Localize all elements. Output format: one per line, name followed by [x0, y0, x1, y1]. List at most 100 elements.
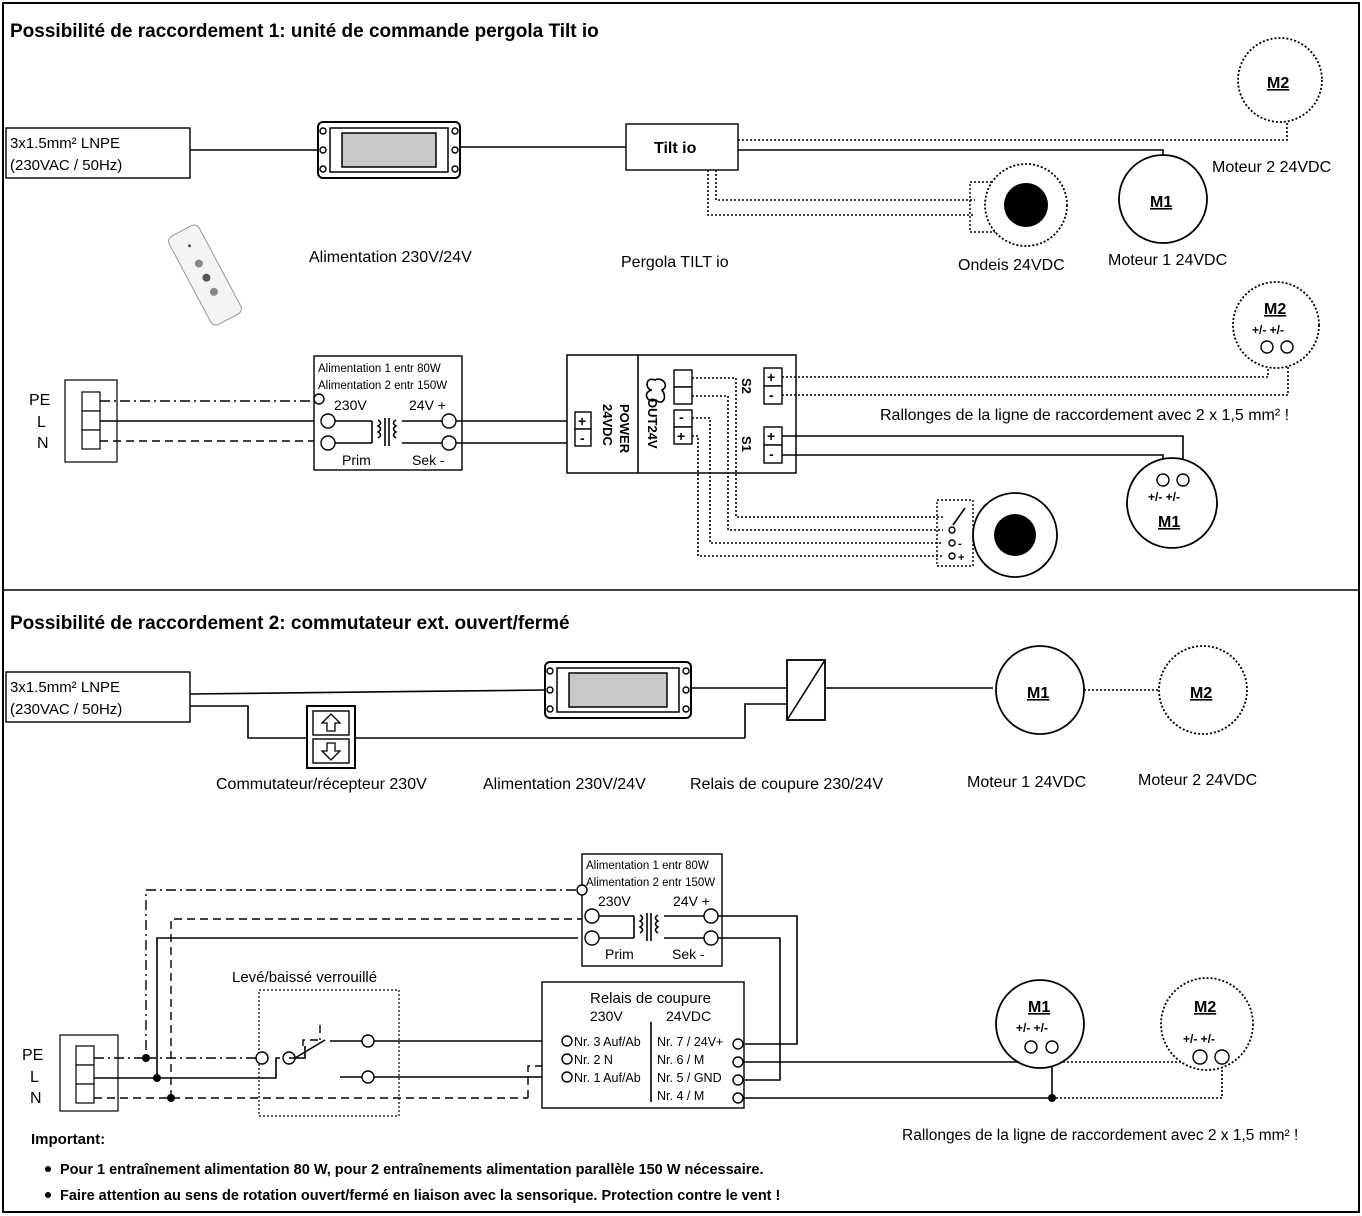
sensor-minus: -: [958, 538, 962, 550]
remote-control-icon: [168, 224, 242, 326]
ondeis-sensor-icon-1: [969, 163, 1068, 247]
m2-label-4: M2: [1194, 999, 1216, 1016]
motor-m2-icon-2: [1232, 281, 1320, 369]
l-label-2: L: [30, 1069, 39, 1086]
psu2-24v: 24V +: [673, 893, 710, 909]
ondeis-sensor-icon-2: [936, 492, 1058, 578]
tilt-io-module: [566, 354, 797, 474]
s2-label: S2: [739, 378, 754, 394]
m1-label-2: M1: [1158, 514, 1180, 531]
relay-nr5: Nr. 5 / GND: [657, 1071, 722, 1085]
psu-schematic-1: [313, 355, 463, 471]
note-item-2: Faire attention au sens de rotation ouve…: [60, 1188, 780, 1204]
m1-terms-2: +/- +/-: [1016, 1021, 1048, 1035]
relay-module: [541, 981, 745, 1109]
out-plus: +: [677, 428, 685, 444]
m2-label-1: M2: [1267, 75, 1289, 92]
psu2-prim: Prim: [605, 946, 634, 962]
out-minus: -: [679, 409, 684, 425]
notes-heading: Important:: [31, 1131, 105, 1148]
supply-line2-2: (230VAC / 50Hz): [10, 701, 122, 718]
n-label-1: N: [37, 435, 49, 452]
psu1-230v: 230V: [334, 397, 367, 413]
relay-nr7: Nr. 7 / 24V+: [657, 1035, 723, 1049]
l-label-1: L: [37, 414, 46, 431]
ondeis-caption: Ondeis 24VDC: [958, 257, 1065, 274]
m2-caption-3: Moteur 2 24VDC: [1138, 772, 1257, 789]
relay-nr6: Nr. 6 / M: [657, 1053, 704, 1067]
transformer-icon-1: [335, 418, 442, 446]
m2-label-3: M2: [1190, 685, 1212, 702]
interlock-box: [258, 989, 400, 1117]
psu2-230v: 230V: [598, 893, 631, 909]
relay-nr4: Nr. 4 / M: [657, 1089, 704, 1103]
psu1-prim: Prim: [342, 452, 371, 468]
power-minus: -: [580, 430, 585, 446]
supply-line2-1: (230VAC / 50Hz): [10, 157, 122, 174]
extension-note-2: Rallonges de la ligne de raccordement av…: [902, 1127, 1298, 1144]
switch-230v-icon: [306, 705, 356, 769]
pe-label-1: PE: [29, 392, 50, 409]
pe-label-2: PE: [22, 1047, 43, 1064]
s1-label: S1: [739, 436, 754, 452]
psu1-line1: Alimentation 1 entr 80W: [318, 363, 441, 375]
power-supply-icon-1: [317, 121, 461, 179]
relay-nr2: Nr. 2 N: [574, 1053, 613, 1067]
note-item-1: Pour 1 entraînement alimentation 80 W, p…: [60, 1162, 763, 1178]
motor-m2-icon-3: [1158, 645, 1248, 735]
m1-terms-1: +/- +/-: [1148, 490, 1180, 504]
m1-caption-1: Moteur 1 24VDC: [1108, 252, 1227, 269]
m2-terms-1: +/- +/-: [1252, 323, 1284, 337]
motor-m1-icon-1: [1118, 154, 1208, 244]
relay-caption: Relais de coupure 230/24V: [690, 776, 883, 793]
switch-caption: Commutateur/récepteur 230V: [216, 776, 427, 793]
section2-title: Possibilité de raccordement 2: commutate…: [10, 613, 570, 634]
relay-230v: 230V: [590, 1008, 623, 1024]
transformer-icon-2: [599, 913, 704, 941]
psu2-sek: Sek -: [672, 946, 705, 962]
motor-m1-icon-4: [995, 979, 1085, 1069]
supply-box-1: [5, 127, 191, 179]
terminal-block-1: [64, 379, 118, 463]
power-plus: +: [578, 413, 586, 429]
m1-label-3: M1: [1027, 685, 1049, 702]
power-supply-icon-2: [544, 661, 692, 719]
supply-line1-2: 3x1.5mm² LNPE: [10, 679, 120, 696]
s2-plus: +: [767, 369, 775, 385]
motor-m2-icon-1: [1237, 37, 1323, 123]
psu1-24v: 24V +: [409, 397, 446, 413]
s2-minus: -: [769, 387, 774, 403]
relay-title: Relais de coupure: [590, 990, 711, 1007]
supply-box-2: [5, 671, 191, 723]
m2-terms-2: +/- +/-: [1183, 1032, 1215, 1046]
tilt-io-label: Tilt io: [654, 140, 697, 157]
out24v-label: OUT24V: [645, 398, 660, 449]
relay-nr3: Nr. 3 Auf/Ab: [574, 1035, 641, 1049]
section1-title: Possibilité de raccordement 1: unité de …: [10, 21, 599, 42]
m1-caption-3: Moteur 1 24VDC: [967, 774, 1086, 791]
psu-schematic-2: [581, 853, 723, 967]
motor-m1-icon-2: [1126, 457, 1218, 549]
extension-note-1: Rallonges de la ligne de raccordement av…: [880, 407, 1289, 424]
m1-label-1: M1: [1150, 194, 1172, 211]
power-vdc-label: 24VDC: [600, 404, 615, 447]
relay-24vdc: 24VDC: [666, 1008, 711, 1024]
psu1-sek: Sek -: [412, 452, 445, 468]
n-label-2: N: [30, 1090, 42, 1107]
tilt-caption: Pergola TILT io: [621, 254, 729, 271]
psu-caption-2: Alimentation 230V/24V: [483, 776, 646, 793]
psu2-line1: Alimentation 1 entr 80W: [586, 860, 709, 872]
motor-m2-icon-4: [1160, 977, 1254, 1071]
sensor-plus: +: [958, 552, 964, 564]
psu-caption-1: Alimentation 230V/24V: [309, 249, 472, 266]
m2-caption-1: Moteur 2 24VDC: [1212, 159, 1331, 176]
m2-label-2: M2: [1264, 301, 1286, 318]
psu1-line2: Alimentation 2 entr 150W: [318, 380, 447, 392]
relay-icon: [786, 659, 826, 721]
terminal-block-2: [59, 1034, 119, 1112]
relay-nr1: Nr. 1 Auf/Ab: [574, 1071, 641, 1085]
supply-line1-1: 3x1.5mm² LNPE: [10, 135, 120, 152]
interlock-label: Levé/baissé verrouillé: [232, 969, 377, 986]
